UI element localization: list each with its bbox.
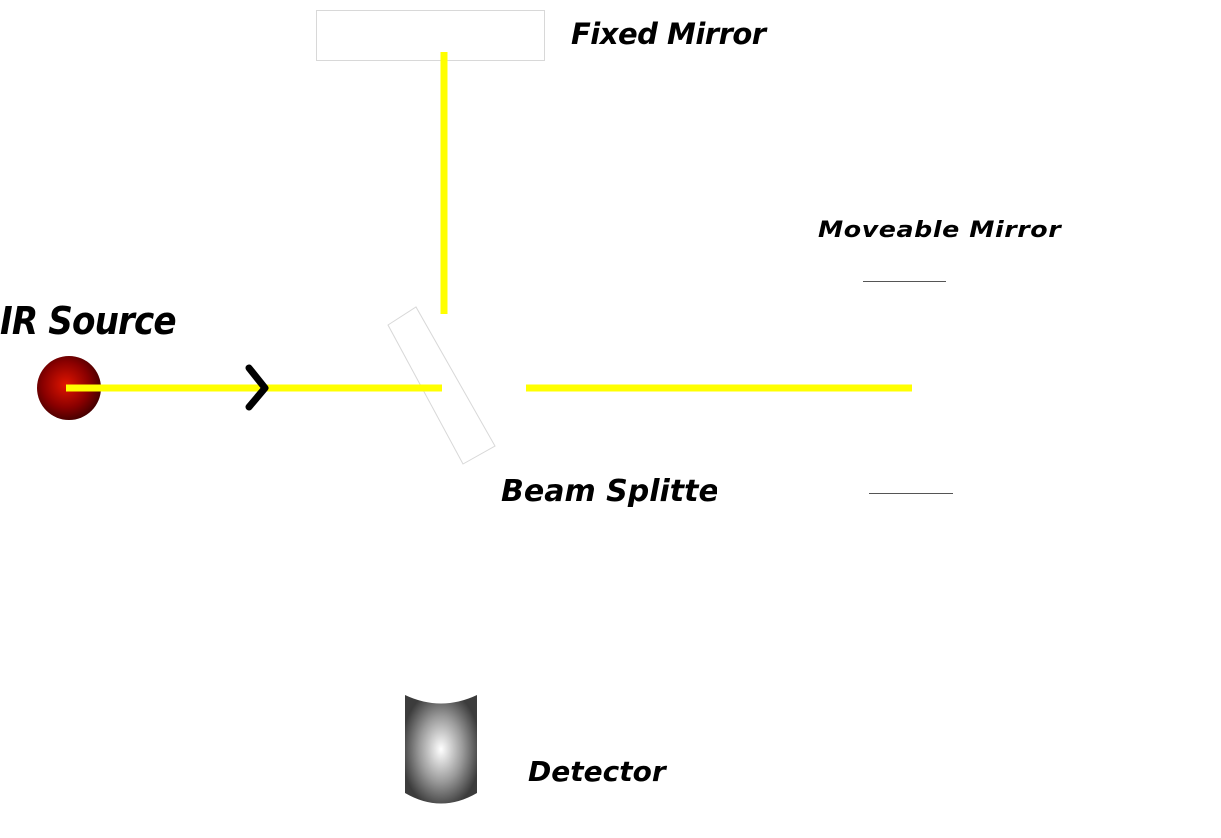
beam-splitter	[387, 306, 496, 465]
detector-icon	[405, 695, 477, 804]
fixed-mirror	[316, 10, 545, 61]
detector-label: Detector	[528, 755, 666, 788]
beam-splitter-label: Beam Splitter	[501, 477, 717, 507]
direction-arrow-icon	[245, 364, 269, 411]
moveable-mirror-label: Moveable Mirror	[818, 218, 1062, 243]
fixed-mirror-label: Fixed Mirror	[571, 17, 766, 51]
ir-source-label: IR Source	[0, 299, 177, 343]
fixed-mirror-mask	[545, 8, 575, 64]
